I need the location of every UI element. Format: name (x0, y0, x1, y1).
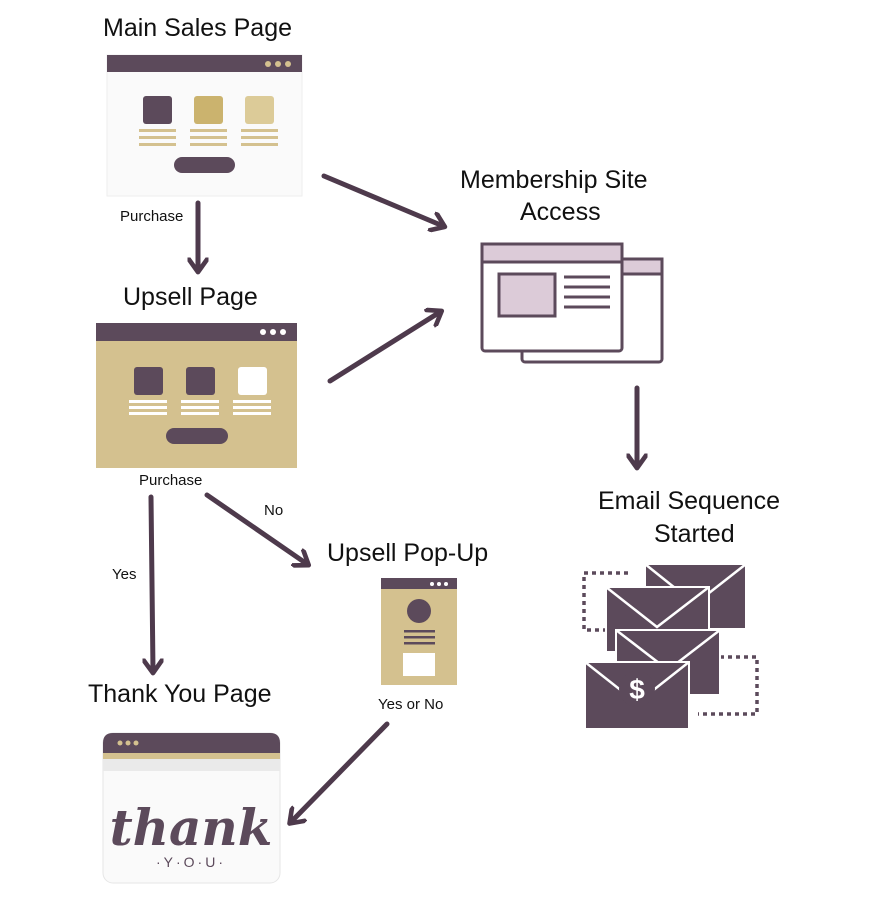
main-sales-page-title: Main Sales Page (103, 14, 293, 42)
edge-label-yes-or-no: Yes or No (378, 696, 444, 713)
thank-you-page-mockup: thank ·Y·O·U· (102, 732, 281, 884)
email-title-line1: Email Sequence (598, 487, 781, 515)
edge-label-purchase-1: Purchase (120, 208, 184, 225)
arrow-upsell-to-membership (327, 312, 440, 384)
dollar-icon: $ (629, 674, 645, 705)
arrow-upsell-to-thankyou (151, 494, 153, 671)
you-sub-word: ·Y·O·U· (156, 854, 226, 870)
upsell-page-mockup (96, 323, 297, 468)
upsell-page-title: Upsell Page (123, 283, 258, 311)
email-title-line2: Started (654, 520, 735, 548)
main-sales-page-mockup (106, 54, 303, 197)
arrow-upsell-to-popup (204, 492, 307, 564)
arrow-popup-to-thankyou (291, 721, 390, 822)
connectors (151, 173, 637, 822)
membership-title-line1: Membership Site (460, 166, 648, 194)
upsell-popup-mockup (381, 578, 457, 685)
upsell-popup-title: Upsell Pop-Up (327, 539, 489, 567)
email-sequence-icon: $ (582, 563, 759, 730)
edge-label-yes: Yes (112, 566, 137, 583)
arrow-main-to-membership (321, 173, 443, 226)
edge-label-no: No (264, 502, 284, 519)
membership-site-icon (480, 242, 664, 364)
membership-title-line2: Access (520, 198, 601, 226)
thank-script-word: thank (110, 798, 273, 857)
edge-label-purchase-2: Purchase (139, 472, 203, 489)
thank-you-page-title: Thank You Page (88, 680, 272, 708)
